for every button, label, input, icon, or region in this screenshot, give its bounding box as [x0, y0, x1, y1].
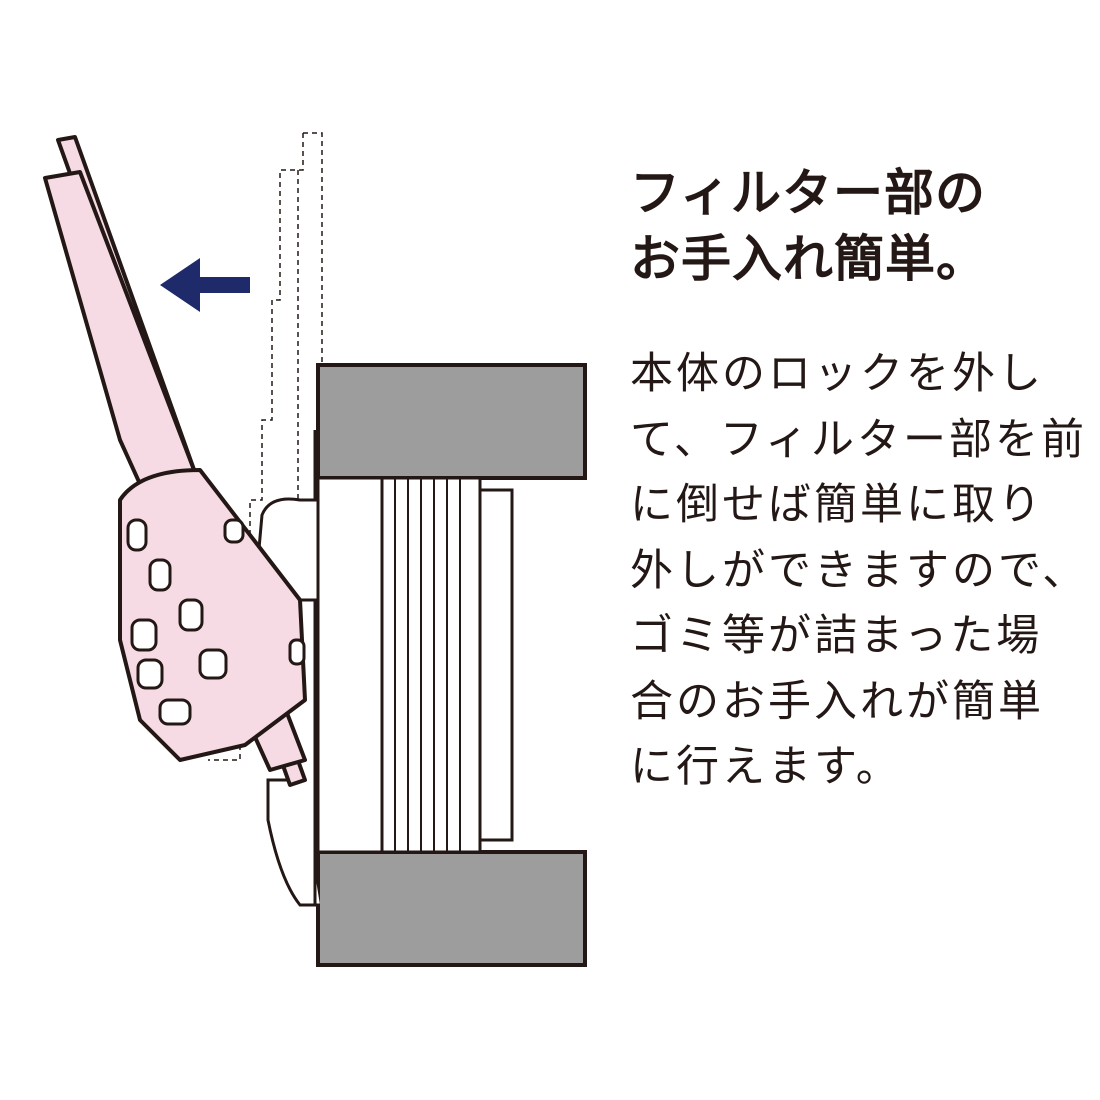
- description-line: ゴミ等が詰まった場: [630, 611, 1043, 661]
- description-line: 外しができますので、: [630, 545, 1089, 596]
- description-line: 本体のロックを外し: [630, 349, 1044, 399]
- description: 本体のロックを外し て、フィルター部を前 に倒せば簡単に取り 外しができますので…: [630, 342, 1088, 801]
- description-line: 合のお手入れが簡単: [630, 676, 1044, 727]
- description-line: に倒せば簡単に取り: [630, 480, 1044, 530]
- heading: フィルター部の お手入れ簡単。: [630, 160, 987, 292]
- heading-line: お手入れ簡単。: [630, 230, 987, 288]
- wall-bottom: [316, 850, 587, 967]
- pull-direction-arrow: [160, 258, 250, 312]
- description-line: て、フィルター部を前: [630, 414, 1087, 465]
- wall-top: [316, 363, 587, 480]
- filter-stack: [380, 476, 482, 854]
- description-line: に行えます。: [630, 742, 902, 792]
- fan-housing: [266, 430, 514, 907]
- tilted-filter-panel: [43, 135, 307, 787]
- heading-line: フィルター部の: [630, 164, 986, 222]
